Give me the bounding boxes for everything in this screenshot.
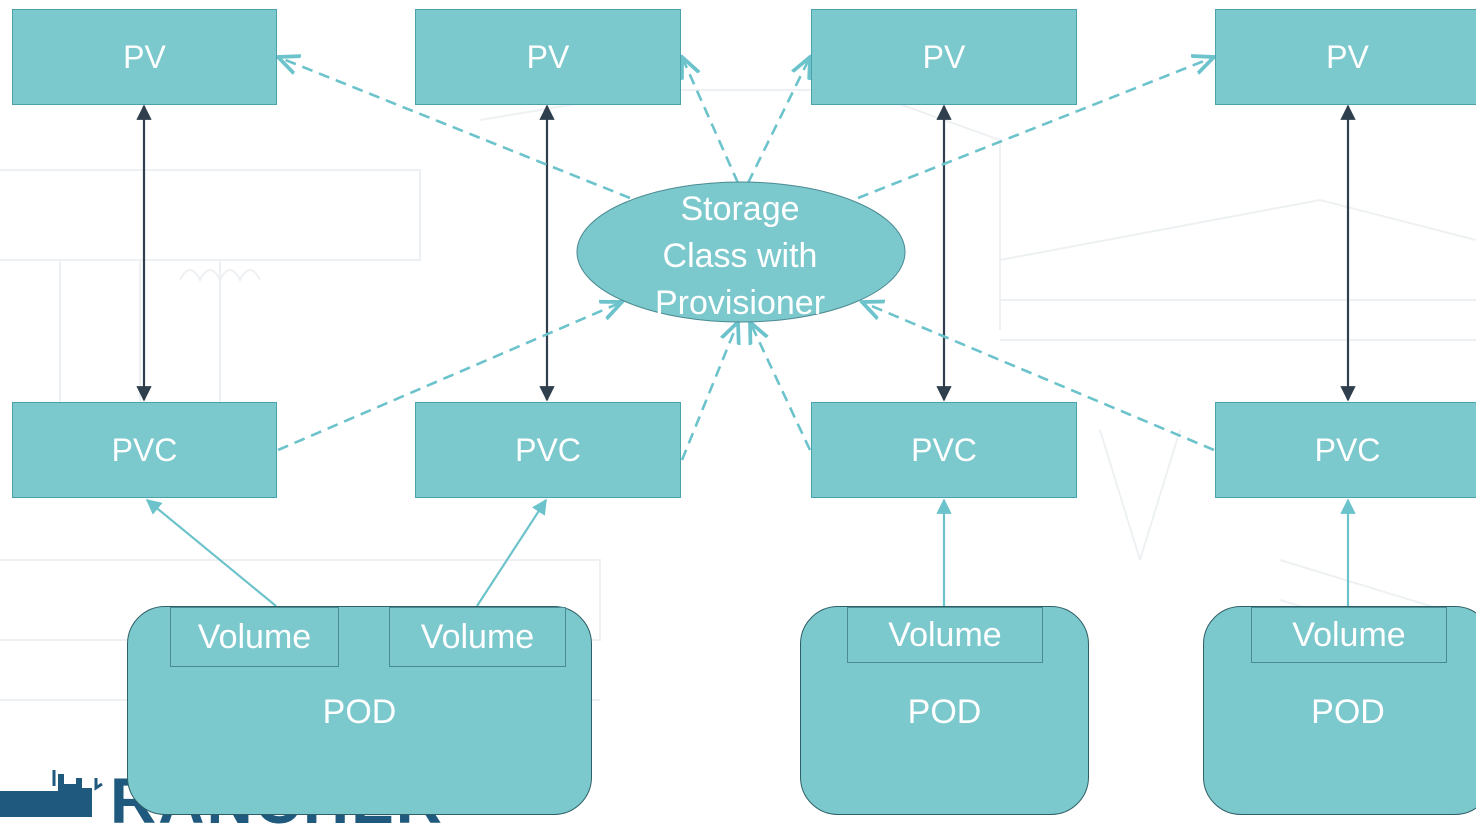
provision-arrow-pv-2 (682, 57, 740, 184)
pv-label: PV (123, 38, 166, 75)
pod-label: POD (1311, 693, 1385, 731)
volume-1: Volume (170, 607, 339, 667)
pod-1: Volume Volume POD (127, 606, 592, 815)
pv-label: PV (526, 38, 570, 75)
logo-icon (0, 770, 103, 817)
volume-3: Volume (847, 607, 1043, 663)
pod-label: POD (907, 693, 982, 731)
pvc-box-1: PVC (12, 402, 277, 498)
pvc-box-4: PVC (1215, 402, 1476, 498)
pv-label: PV (922, 38, 966, 75)
volume-label: Volume (1292, 615, 1406, 654)
provision-arrow-pv-3 (746, 57, 810, 184)
pvc-label: PVC (111, 431, 178, 468)
volume-4: Volume (1251, 607, 1447, 663)
claim-arrow-pvc-3 (750, 322, 812, 451)
pv-box-2: PV (415, 9, 681, 105)
pod-3: Volume POD (1203, 606, 1476, 815)
claim-arrow-pvc-1 (277, 302, 622, 452)
volume-label: Volume (420, 617, 535, 656)
pvc-box-3: PVC (811, 402, 1077, 498)
pvc-label: PVC (1314, 431, 1381, 468)
pod-label: POD (322, 693, 397, 731)
provision-arrow-pv-1 (278, 57, 631, 200)
volume-2: Volume (389, 607, 566, 667)
pv-box-1: PV (12, 9, 277, 105)
pv-box-4: PV (1215, 9, 1476, 105)
claim-arrow-pvc-4 (862, 302, 1215, 452)
pvc-label: PVC (515, 431, 581, 468)
volume-label: Volume (888, 615, 1002, 654)
volume-label: Volume (197, 617, 312, 656)
storage-class-ellipse (576, 181, 906, 323)
volume-arrow-1 (145, 499, 277, 607)
claim-arrow-pvc-2 (680, 322, 738, 461)
connectors (136, 0, 1356, 607)
storage-class-label: Storage Class with Provisioner (654, 190, 826, 322)
pvc-label: PVC (911, 431, 977, 468)
pvc-box-2: PVC (415, 402, 681, 498)
pod-2: Volume POD (800, 606, 1089, 815)
volume-arrow-2 (476, 498, 547, 607)
pv-label: PV (1326, 38, 1369, 75)
provision-arrow-pv-4 (857, 57, 1214, 200)
pv-box-3: PV (811, 9, 1077, 105)
